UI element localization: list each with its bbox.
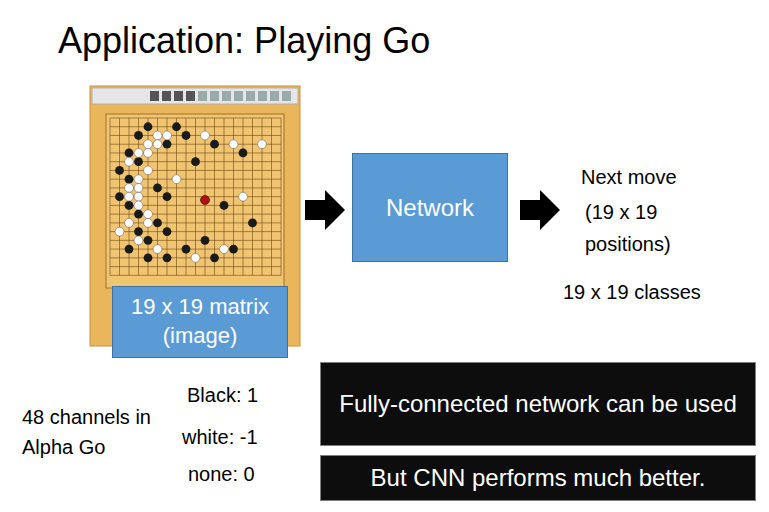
class-count: 19 x 19 classes <box>563 278 753 306</box>
toolbar-icon <box>174 91 183 101</box>
toolbar-icon <box>258 91 267 101</box>
toolbar-icons <box>150 91 291 101</box>
toolbar-icon <box>282 91 291 101</box>
encoding-value: none: 0 <box>188 461 298 487</box>
toolbar-icon <box>150 91 159 101</box>
toolbar-icon <box>222 91 231 101</box>
node-text: Network <box>386 192 474 223</box>
toolbar-icon <box>246 91 255 101</box>
toolbar <box>92 88 298 104</box>
node-text: Fully-connected network can be used <box>339 388 737 419</box>
toolbar-icon <box>234 91 243 101</box>
slide-title: Application: Playing Go <box>58 20 430 62</box>
encoding-value: Black: 1 <box>187 382 297 408</box>
node-text: 19 x 19 matrix (image) <box>123 293 277 350</box>
note-text: 48 channels in Alpha Go <box>22 402 162 462</box>
output-label: (19 x 19 positions) <box>585 196 697 260</box>
toolbar-icon <box>198 91 207 101</box>
block-arrow <box>305 190 345 230</box>
caption-box: 19 x 19 matrix (image) <box>112 286 288 358</box>
encoding-value: white: -1 <box>182 424 292 450</box>
process-box: Network <box>352 153 508 262</box>
toolbar-icon <box>210 91 219 101</box>
board-grid-area <box>106 114 284 288</box>
grid-lines <box>110 118 281 275</box>
note-box: Fully-connected network can be used <box>320 362 756 446</box>
toolbar-icon <box>186 91 195 101</box>
output-label: Next move <box>581 162 741 192</box>
stones <box>115 122 266 262</box>
node-text: But CNN performs much better. <box>371 462 706 493</box>
note-box: But CNN performs much better. <box>320 455 756 501</box>
toolbar-icon <box>270 91 279 101</box>
toolbar-icon <box>162 91 171 101</box>
block-arrow <box>520 190 560 230</box>
